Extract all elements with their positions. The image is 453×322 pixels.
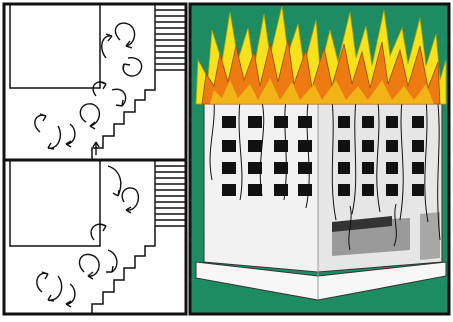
building bbox=[196, 104, 446, 300]
stairwell-diagram bbox=[4, 4, 186, 314]
side-door bbox=[420, 212, 440, 260]
burning-building-scene bbox=[190, 4, 449, 314]
